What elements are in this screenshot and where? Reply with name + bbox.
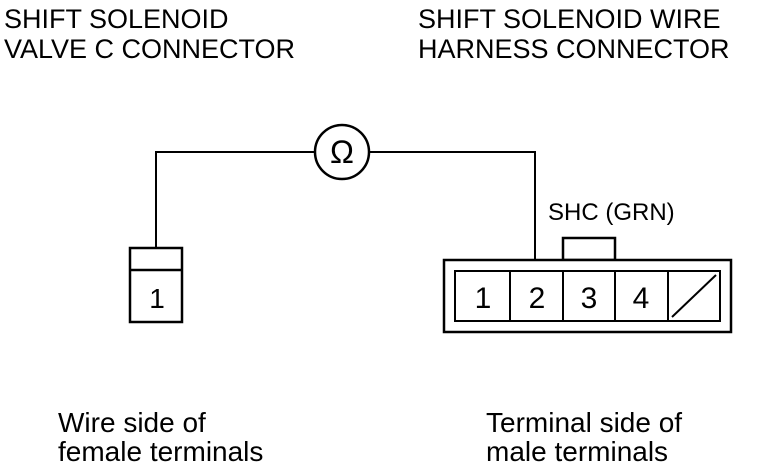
female-side-caption: Wire side of female terminals xyxy=(58,408,263,466)
female-caption-line2: female terminals xyxy=(58,436,264,467)
lead-wire-right xyxy=(370,151,536,268)
shc-wire-label: SHC (GRN) xyxy=(548,199,675,226)
female-terminal-1: 1 xyxy=(149,283,165,314)
harness-title-line1: SHIFT SOLENOID WIRE xyxy=(418,4,721,34)
male-connector-lock-tab xyxy=(561,236,617,262)
female-caption-line1: Wire side of xyxy=(58,407,206,438)
male-terminal-3: 3 xyxy=(581,282,598,315)
male-terminal-1: 1 xyxy=(475,282,492,315)
female-connector-body xyxy=(128,246,184,324)
valve-c-title-line1: SHIFT SOLENOID xyxy=(4,4,229,34)
male-side-caption: Terminal side of male terminals xyxy=(486,408,682,466)
male-caption-line2: male terminals xyxy=(486,436,669,467)
male-caption-line1: Terminal side of xyxy=(486,407,683,438)
harness-connector-title: SHIFT SOLENOID WIRE HARNESS CONNECTOR xyxy=(418,4,730,64)
ohm-symbol: Ω xyxy=(330,134,354,170)
male-terminal-4: 4 xyxy=(633,282,650,315)
male-terminal-2: 2 xyxy=(529,282,546,315)
ohmmeter: Ω xyxy=(313,123,371,181)
ohmmeter-circle xyxy=(313,123,371,181)
lead-wire-left xyxy=(155,151,314,248)
male-connector: 1 2 3 4 xyxy=(442,236,733,334)
unused-cavity-slash xyxy=(671,274,717,318)
harness-title-line2: HARNESS CONNECTOR xyxy=(418,34,730,64)
female-connector: 1 xyxy=(128,246,184,324)
valve-c-connector-title: SHIFT SOLENOID VALVE C CONNECTOR xyxy=(4,4,295,64)
valve-c-title-line2: VALVE C CONNECTOR xyxy=(4,34,296,64)
